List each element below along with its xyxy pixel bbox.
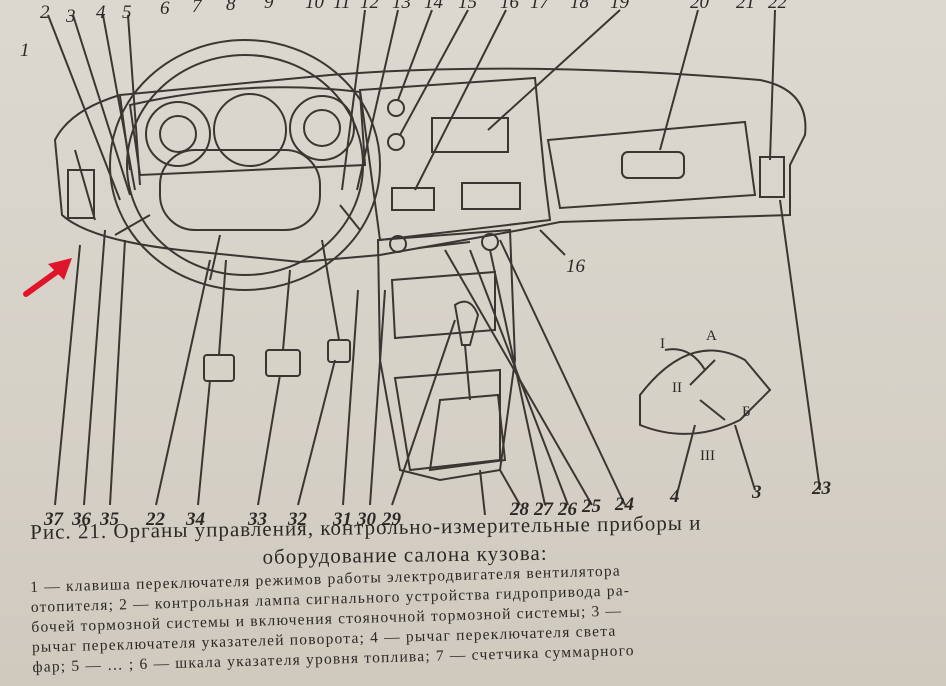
callout-35: 35 <box>99 509 120 530</box>
callout-14: 14 <box>424 0 444 13</box>
callout-17: 17 <box>530 0 551 13</box>
callout-15: 15 <box>458 0 477 13</box>
callout-27: 27 <box>533 499 555 520</box>
callout-10: 10 <box>305 0 325 13</box>
callout-2: 2 <box>40 2 50 23</box>
inset-roman-3: III <box>700 448 715 464</box>
inset-letter-b: Б <box>742 404 751 420</box>
callout-12: 12 <box>360 0 380 13</box>
callout-19: 19 <box>610 0 630 13</box>
callout-26: 26 <box>557 499 578 520</box>
dashboard-figure: 2 3 4 5 6 7 8 9 10 11 12 13 14 15 16 17 … <box>20 0 831 530</box>
callout-7: 7 <box>192 0 203 17</box>
callout-22: 22 <box>768 0 788 13</box>
callout-37: 37 <box>43 509 65 530</box>
callout-18: 18 <box>570 0 590 13</box>
callout-3: 3 <box>65 6 76 27</box>
callout-32: 32 <box>287 509 308 530</box>
callout-23: 23 <box>811 478 831 499</box>
callout-5: 5 <box>122 2 132 23</box>
callout-13: 13 <box>392 0 411 13</box>
inset-letter-a: А <box>706 328 717 344</box>
inset-roman-1: I <box>660 336 665 352</box>
callout-25: 25 <box>581 496 602 517</box>
callout-30: 30 <box>356 509 377 530</box>
callout-36: 36 <box>71 509 92 530</box>
callout-24: 24 <box>614 494 634 515</box>
callout-3-bottom: 3 <box>751 482 762 503</box>
callout-16-middle: 16 <box>566 256 586 277</box>
callout-4: 4 <box>96 2 106 23</box>
callout-20: 20 <box>690 0 710 13</box>
callout-9: 9 <box>264 0 274 13</box>
callout-29: 29 <box>381 509 402 530</box>
callout-16: 16 <box>500 0 520 13</box>
callout-28: 28 <box>509 499 530 520</box>
callout-1: 1 <box>20 40 30 61</box>
callout-31: 31 <box>332 509 352 530</box>
callout-6: 6 <box>160 0 170 19</box>
dashboard-drawing: 2 3 4 5 6 7 8 9 10 11 12 13 14 15 16 17 … <box>20 0 831 530</box>
callout-34: 34 <box>185 509 205 530</box>
callout-22-bottom: 22 <box>145 509 166 530</box>
red-arrow-icon <box>23 258 72 297</box>
callout-21: 21 <box>736 0 755 13</box>
callout-33: 33 <box>247 509 267 530</box>
inset-roman-2: II <box>672 380 682 396</box>
callout-8: 8 <box>226 0 236 15</box>
callout-11: 11 <box>333 0 351 13</box>
callout-4-bottom: 4 <box>669 486 680 507</box>
